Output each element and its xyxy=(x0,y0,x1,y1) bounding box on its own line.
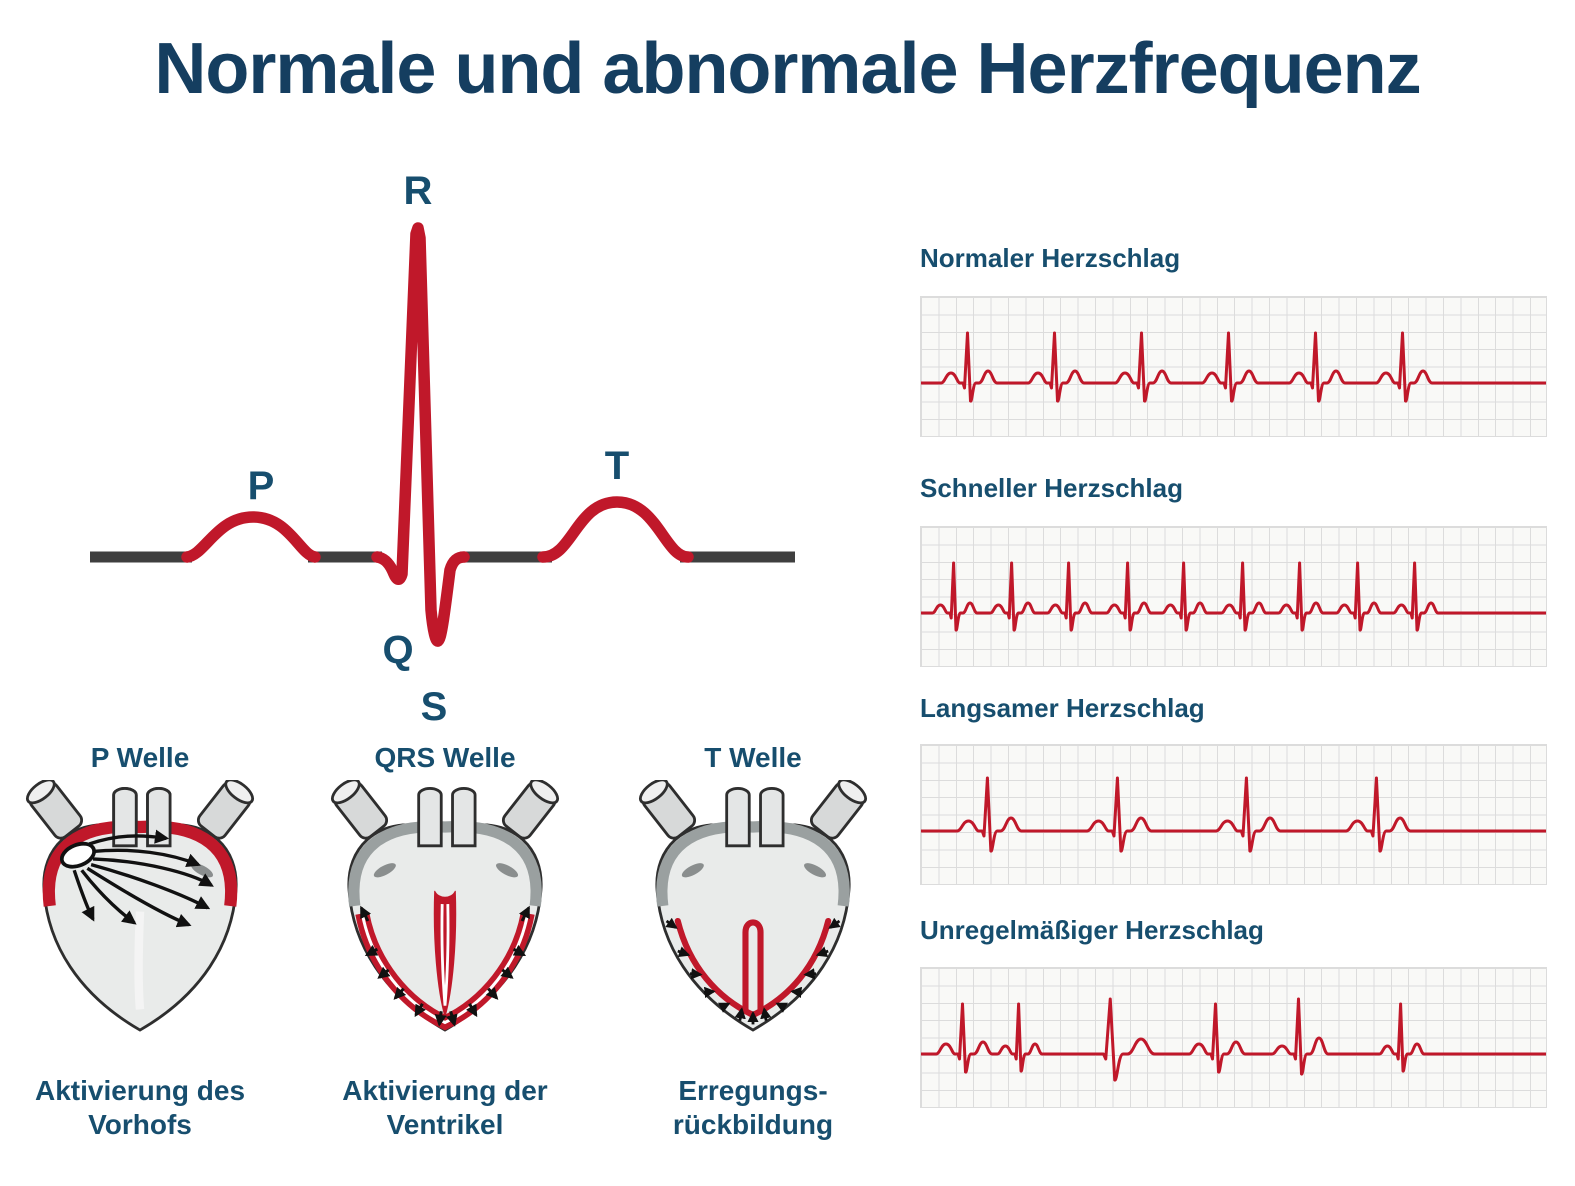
heart-caption-line2: rückbildung xyxy=(672,1109,834,1140)
ecg-strip-trace-svg xyxy=(921,331,1546,403)
page-title: Normale und abnormale Herzfrequenz xyxy=(154,29,1421,109)
atrium-marking xyxy=(681,863,704,878)
ecg-strip-slow xyxy=(920,744,1547,885)
atrium-marking xyxy=(804,863,827,878)
vessel-center-left xyxy=(112,787,138,848)
heart-caption-line1: Aktivierung des xyxy=(34,1075,246,1106)
heart-illustration-ventricular-activation xyxy=(330,780,560,1032)
s-wave-label: S xyxy=(421,685,448,729)
strip-label-fast: Schneller Herzschlag xyxy=(920,473,1183,503)
septum-white-line xyxy=(440,904,450,1006)
heart-caption: Aktivierung des Vorhofs xyxy=(5,1074,275,1142)
ecg-strip-irregular xyxy=(920,967,1547,1108)
ecg-trace-slow xyxy=(921,776,1546,853)
inward-arrows xyxy=(665,917,841,1025)
vessel-center-left xyxy=(725,787,751,848)
heart-figure-title: QRS Welle xyxy=(374,742,516,773)
heart-caption-line2: Vorhofs xyxy=(88,1109,192,1140)
atrial-band-gray xyxy=(348,820,542,907)
ecg-strip-normal xyxy=(920,296,1547,437)
ecg-trace-normal xyxy=(921,331,1546,403)
t-wave-label: T xyxy=(605,444,629,488)
heart-figure-qrs-wave: QRS Welle xyxy=(310,742,580,1142)
t-wave-curve xyxy=(537,496,694,563)
ecg-trace-fast xyxy=(921,561,1546,632)
vessel-center-left xyxy=(417,787,443,848)
p-wave-curve xyxy=(181,511,321,563)
ecg-strip-fast xyxy=(920,526,1547,667)
septum-highlight xyxy=(134,911,145,1010)
ecg-trace-irregular xyxy=(921,997,1546,1082)
septum-activation xyxy=(433,890,457,1019)
ecg-strip-trace-svg xyxy=(921,776,1546,853)
qrs-complex-curve xyxy=(371,222,470,647)
heart-caption: Aktivierung der Ventrikel xyxy=(310,1074,580,1142)
vessel-left xyxy=(638,780,697,840)
atrium-marking xyxy=(373,863,396,878)
strip-label-slow: Langsamer Herzschlag xyxy=(920,693,1205,723)
heart-caption-line1: Aktivierung der xyxy=(342,1075,548,1106)
atrium-marking xyxy=(496,863,519,878)
ecg-strip-trace-svg xyxy=(921,561,1546,632)
p-wave-label: P xyxy=(248,464,275,508)
sa-node xyxy=(59,841,96,869)
conduction-arrows xyxy=(72,829,214,928)
ecg-strip-trace-svg xyxy=(921,997,1546,1082)
vessel-center-right xyxy=(451,787,477,848)
strip-label-irregular: Unregelmäßiger Herzschlag xyxy=(920,915,1264,945)
heart-figure-t-wave: T Welle xyxy=(618,742,888,1142)
heart-caption-line2: Ventrikel xyxy=(386,1109,504,1140)
strip-label-normal: Normaler Herzschlag xyxy=(920,243,1181,273)
septum-repolarization-loop xyxy=(742,919,764,1014)
heart-figure-title: P Welle xyxy=(90,742,190,773)
heart-figure-title: T Welle xyxy=(704,742,802,773)
vessel-right xyxy=(501,780,560,840)
vessel-right xyxy=(196,780,255,840)
q-wave-label: Q xyxy=(382,628,413,672)
heart-illustration-repolarization xyxy=(638,780,868,1032)
r-wave-label: R xyxy=(404,170,433,213)
atrial-activation-band xyxy=(42,820,238,907)
heart-caption-line1: Erregungs- xyxy=(678,1075,828,1106)
atrial-band-gray xyxy=(656,820,850,907)
heart-illustration-atrial-activation xyxy=(25,780,255,1032)
vessel-center-right xyxy=(759,787,785,848)
outward-arrows xyxy=(359,905,531,1027)
ecg-wave-svg: P R Q S T xyxy=(90,170,795,729)
heart-caption: Erregungs- rückbildung xyxy=(618,1074,888,1142)
heart-body xyxy=(655,823,851,1032)
ecg-wave-diagram: P R Q S T xyxy=(60,170,820,730)
heart-figure-p-wave: P Welle xyxy=(5,742,275,1142)
